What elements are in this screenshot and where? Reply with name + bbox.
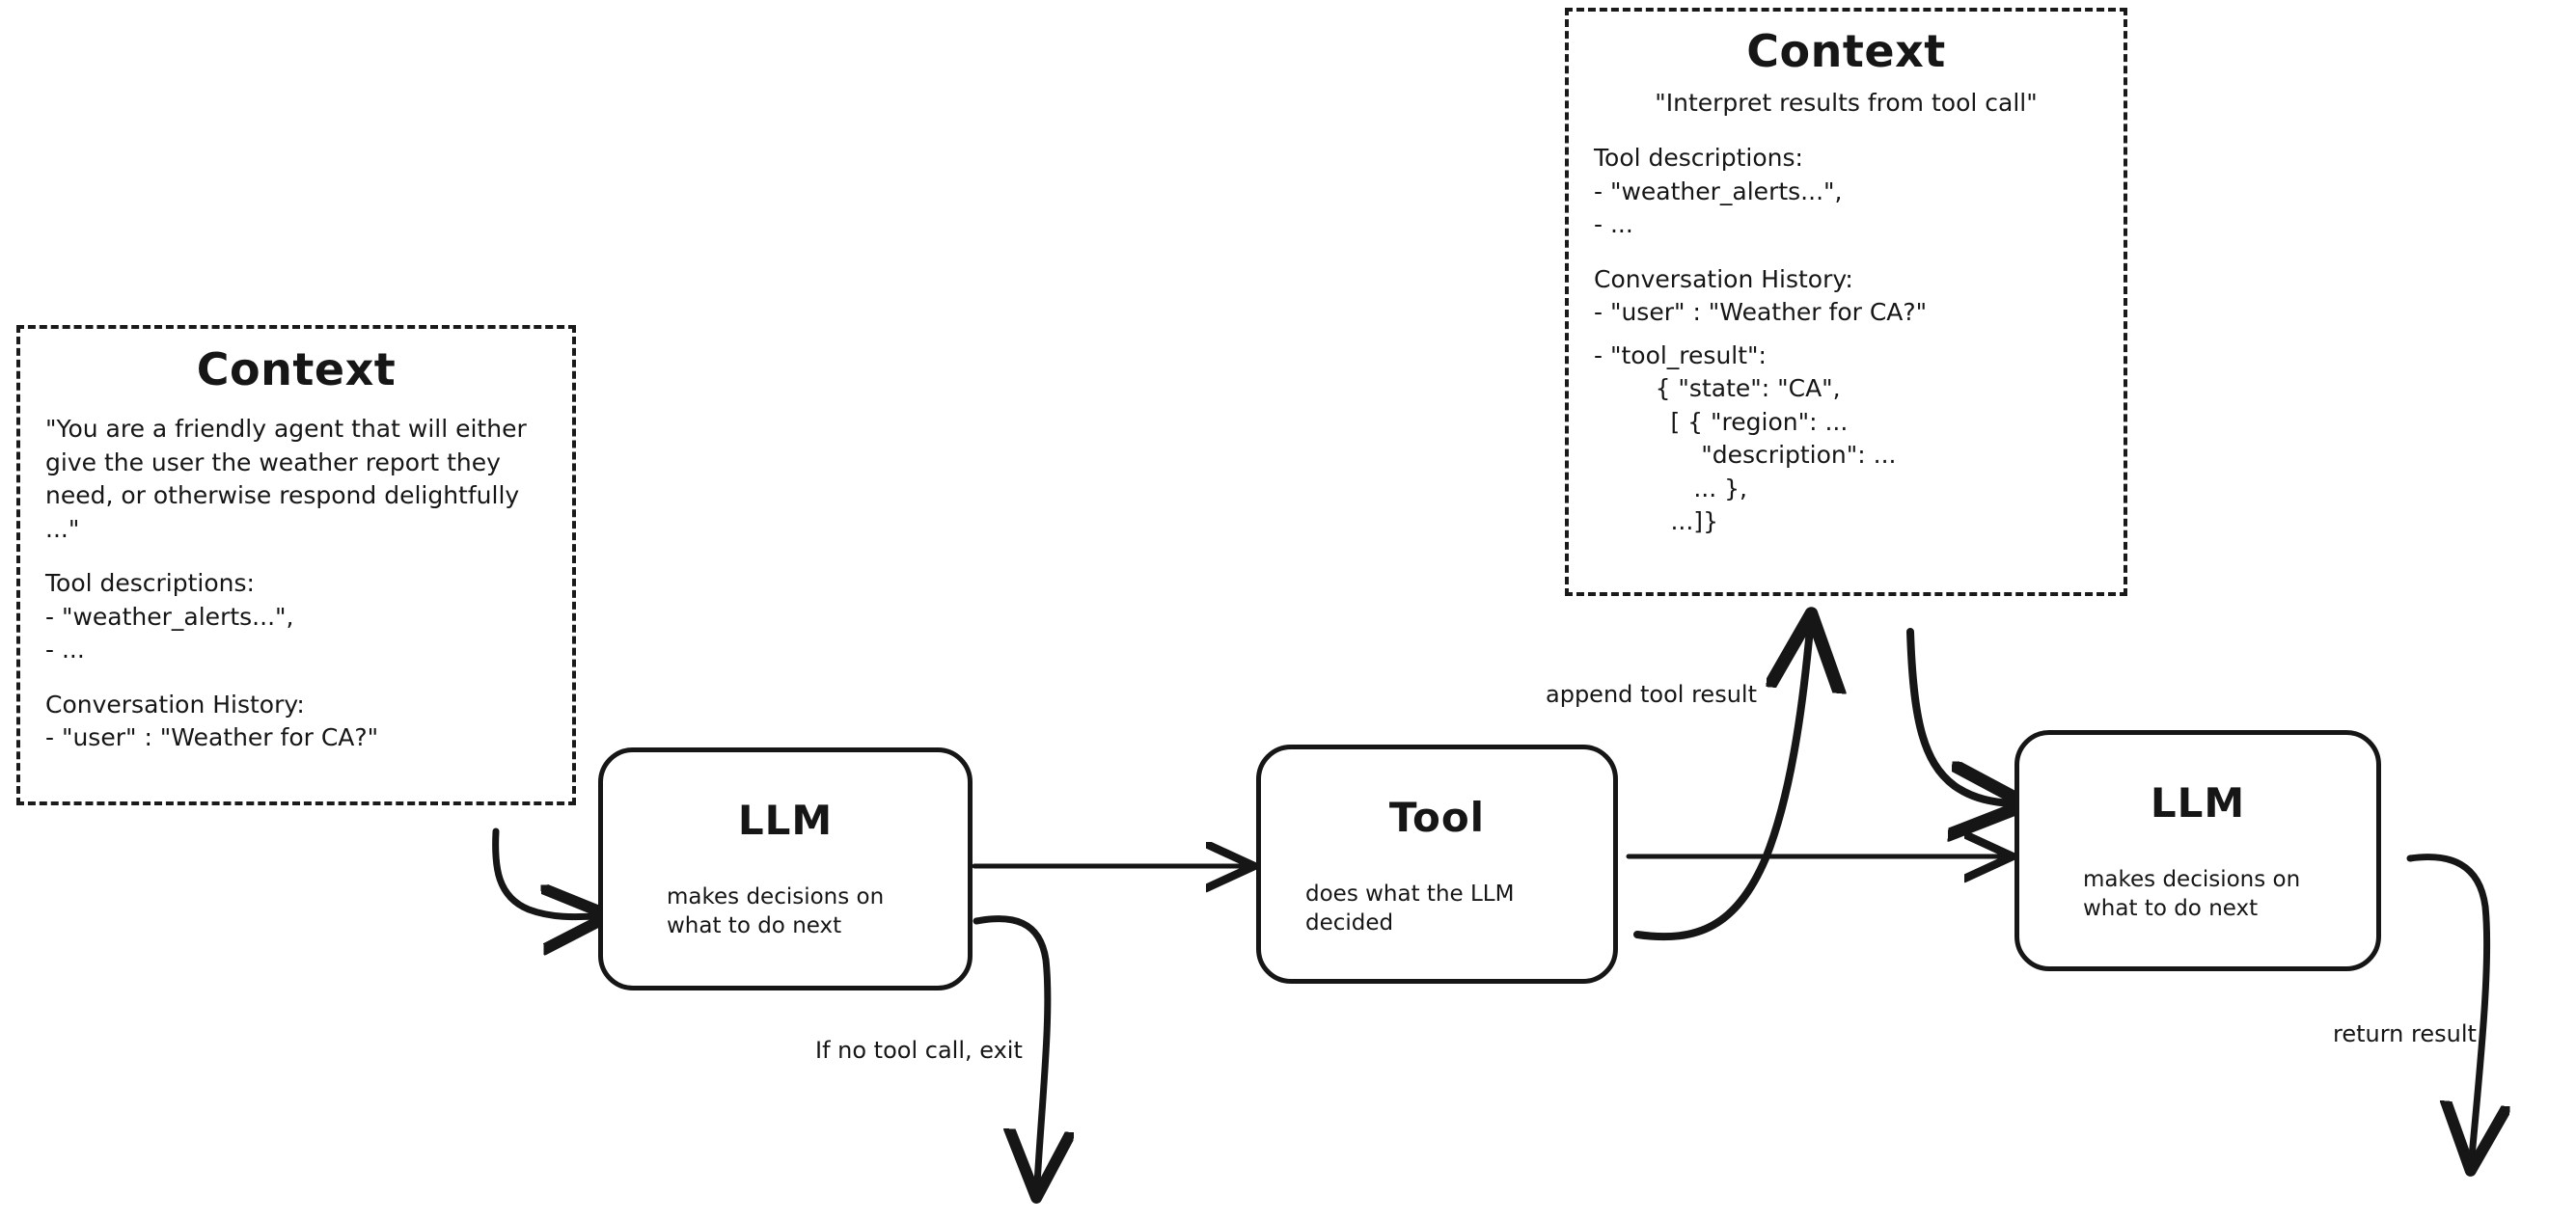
context-left-title: Context bbox=[196, 343, 397, 395]
node-tool-subtitle: does what the LLM decided bbox=[1305, 882, 1515, 936]
context-left-tool-descriptions-heading: Tool descriptions: bbox=[45, 569, 255, 597]
edge-llm2-exit bbox=[2406, 854, 2487, 1157]
node-tool-title: Tool bbox=[1388, 794, 1486, 841]
context-left-tool-descriptions-items: - "weather_alerts...", - ... bbox=[45, 602, 294, 665]
node-llm-second-title: LLM bbox=[2150, 779, 2246, 827]
edge-tool-to-context-right bbox=[1633, 629, 1810, 941]
context-left-system-prompt: "You are a friendly agent that will eith… bbox=[45, 415, 534, 543]
node-llm-first-subtitle: makes decisions on what to do next bbox=[667, 884, 885, 939]
context-left-conversation-items: - "user" : "Weather for CA?" bbox=[45, 723, 379, 751]
node-tool[interactable]: Tool does what the LLM decided bbox=[1256, 745, 1618, 984]
edge-context-right-to-llm2 bbox=[1906, 628, 2012, 803]
context-right-tool-descriptions-heading: Tool descriptions: bbox=[1594, 144, 1803, 172]
edge-label-append-tool-result: append tool result bbox=[1546, 681, 1757, 708]
context-box-left: Context "You are a friendly agent that w… bbox=[16, 325, 576, 805]
context-right-conversation-heading: Conversation History: bbox=[1594, 264, 1853, 293]
edge-context-to-llm1 bbox=[492, 828, 596, 917]
context-right-title: Context bbox=[1746, 25, 1946, 77]
edge-label-return-result: return result bbox=[2333, 1020, 2477, 1047]
node-llm-second[interactable]: LLM makes decisions on what to do next bbox=[2014, 730, 2381, 971]
context-right-quote: "Interpret results from tool call" bbox=[1655, 89, 2038, 117]
context-right-tool-result: - "tool_result": { "state": "CA", [ { "r… bbox=[1594, 340, 1897, 536]
context-box-right: Context "Interpret results from tool cal… bbox=[1565, 8, 2127, 596]
node-llm-first[interactable]: LLM makes decisions on what to do next bbox=[598, 747, 973, 990]
context-right-conversation-user: - "user" : "Weather for CA?" bbox=[1594, 298, 1928, 326]
edge-label-if-no-tool-call: If no tool call, exit bbox=[815, 1037, 1023, 1064]
node-llm-second-subtitle: makes decisions on what to do next bbox=[2083, 867, 2301, 922]
node-llm-first-title: LLM bbox=[737, 797, 834, 844]
context-right-tool-descriptions-items: - "weather_alerts...", - ... bbox=[1594, 176, 1843, 239]
context-left-conversation-heading: Conversation History: bbox=[45, 690, 305, 719]
